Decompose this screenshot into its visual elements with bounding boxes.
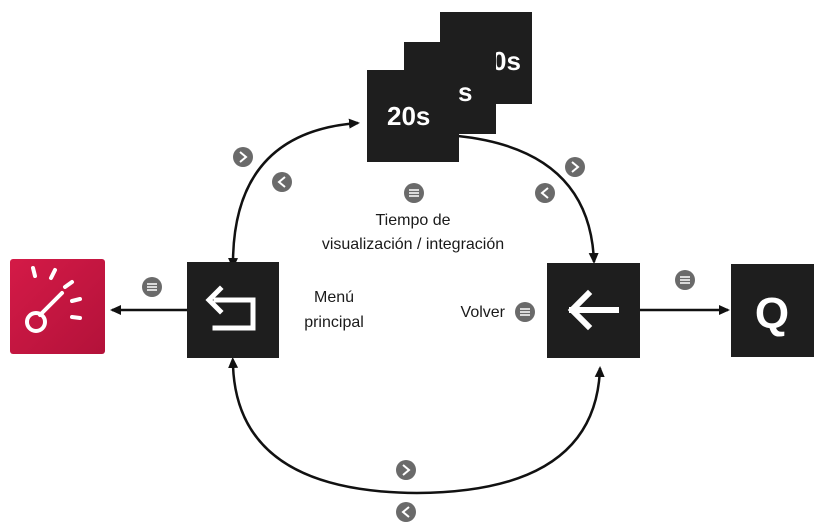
arc-top-right	[457, 134, 599, 264]
gauge-app-icon	[10, 259, 105, 354]
menu-label-line1: Menú	[314, 289, 354, 306]
tiempo-label-line2: visualización / integración	[322, 236, 504, 253]
chevron-right-icon	[239, 151, 248, 163]
menu-button-icon	[520, 308, 530, 316]
prev-chip-top-right[interactable]	[535, 183, 555, 203]
enter-chip-app[interactable]	[142, 277, 162, 297]
return-arrow-icon	[205, 285, 256, 331]
enter-chip-time[interactable]	[404, 183, 424, 203]
next-chip-bottom[interactable]	[396, 460, 416, 480]
back-screen[interactable]	[547, 263, 640, 358]
time-screen-front-text: 20s	[387, 101, 430, 131]
arc-top-left	[228, 118, 360, 269]
time-screen-front: 20s	[367, 70, 459, 162]
enter-chip-q[interactable]	[675, 270, 695, 290]
chevron-left-icon	[401, 506, 410, 518]
prev-chip-bottom[interactable]	[396, 502, 416, 522]
q-screen-label: Q	[755, 289, 789, 338]
arc-bottom	[228, 357, 605, 495]
time-screen-back-text: 0s	[492, 46, 521, 76]
time-screen-middle-text: s	[458, 77, 472, 107]
chevron-right-icon	[571, 161, 580, 173]
menu-button-icon	[147, 283, 157, 291]
prev-chip-top-left[interactable]	[272, 172, 292, 192]
menu-button-icon	[680, 276, 690, 284]
next-chip-top-right[interactable]	[565, 157, 585, 177]
enter-chip-volver[interactable]	[515, 302, 535, 322]
next-chip-top-left[interactable]	[233, 147, 253, 167]
volver-label: Volver	[461, 304, 506, 321]
menu-button-icon	[409, 189, 419, 197]
left-arrow-icon	[567, 289, 619, 331]
chevron-left-icon	[277, 176, 286, 188]
chevron-left-icon	[540, 187, 549, 199]
menu-screen[interactable]	[187, 262, 279, 358]
menu-label-line2: principal	[304, 314, 364, 331]
q-screen: Q	[731, 264, 814, 357]
chevron-right-icon	[402, 464, 411, 476]
tiempo-label-line1: Tiempo de	[376, 212, 451, 229]
